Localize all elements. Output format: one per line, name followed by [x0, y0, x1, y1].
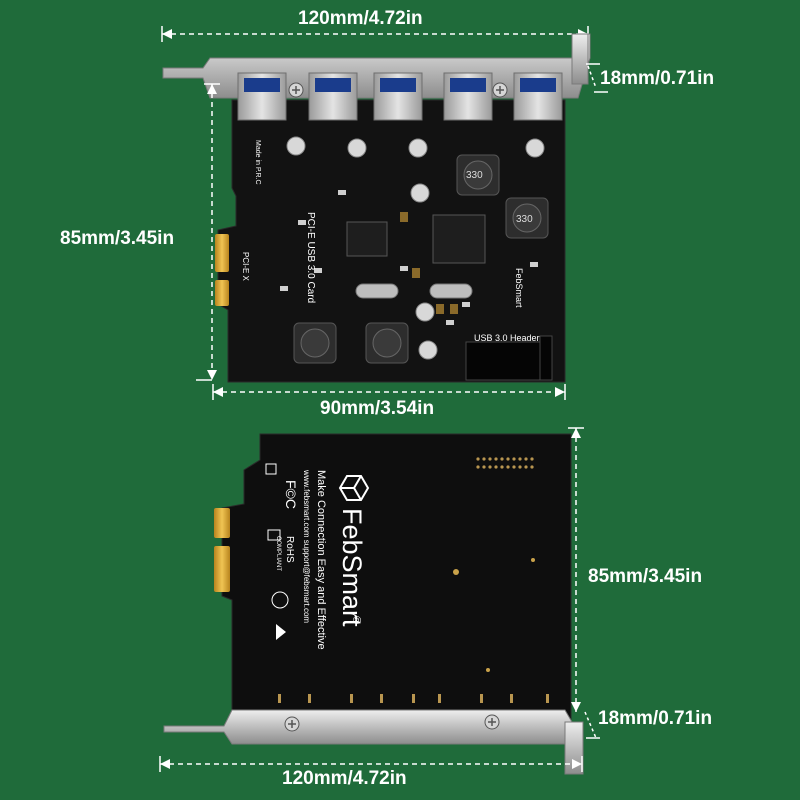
bottom-height-label: 85mm/3.45in: [588, 566, 703, 587]
bottom-height-dimension: [568, 427, 584, 712]
bottom-bracket-depth-label: 18mm/0.71in: [598, 708, 713, 729]
back-brand: FebSmart: [337, 508, 367, 627]
usb-header-label: USB 3.0 Header: [474, 333, 540, 343]
usb-port: [513, 72, 563, 121]
fc-mark: F©C: [283, 480, 299, 509]
bottom-width-label: 120mm/4.72in: [282, 768, 407, 789]
bottom-bracket-depth-dimension: [584, 711, 600, 739]
inductor: [505, 197, 549, 239]
usb-port: [308, 72, 358, 121]
top-bracket-depth-label: 18mm/0.71in: [600, 68, 715, 89]
back-tagline: Make Connection Easy and Effective: [315, 470, 327, 650]
front-brand-label: FebSmart: [514, 268, 524, 308]
top-height-dimension: [196, 83, 220, 381]
model-label: PCI-E USB 3.0 Card: [305, 212, 316, 303]
top-bracket-depth-dimension: [586, 63, 608, 93]
inductor: [293, 322, 337, 364]
bottom-width-dimension: [159, 756, 583, 772]
inductor: [365, 322, 409, 364]
front-pcb: [215, 99, 566, 383]
usb-port: [443, 72, 493, 121]
top-height-label: 85mm/3.45in: [60, 228, 175, 249]
top-width-label: 120mm/4.72in: [298, 8, 423, 29]
top-board-width-label: 90mm/3.54in: [320, 398, 435, 419]
rohs-mark: RoHS: [284, 536, 295, 563]
febsmart-logo: [338, 475, 370, 501]
trademark-symbol: ®: [350, 616, 362, 624]
pcie-label: PCI-E X: [241, 252, 250, 282]
top-board-width-dimension: [212, 384, 566, 400]
usb-port: [237, 72, 287, 121]
inductor-label: 330: [466, 170, 483, 181]
inductor: [456, 154, 500, 196]
made-in-label: Made in P.R.C: [254, 140, 261, 185]
rohs-sub: COMPLIANT: [275, 536, 281, 571]
inductor-label: 330: [516, 214, 533, 225]
usb-port: [373, 72, 423, 121]
back-bracket: [163, 709, 584, 775]
back-contact: www.febsmart.com support@febsmart.com: [302, 469, 311, 623]
back-pcb: [214, 433, 572, 731]
